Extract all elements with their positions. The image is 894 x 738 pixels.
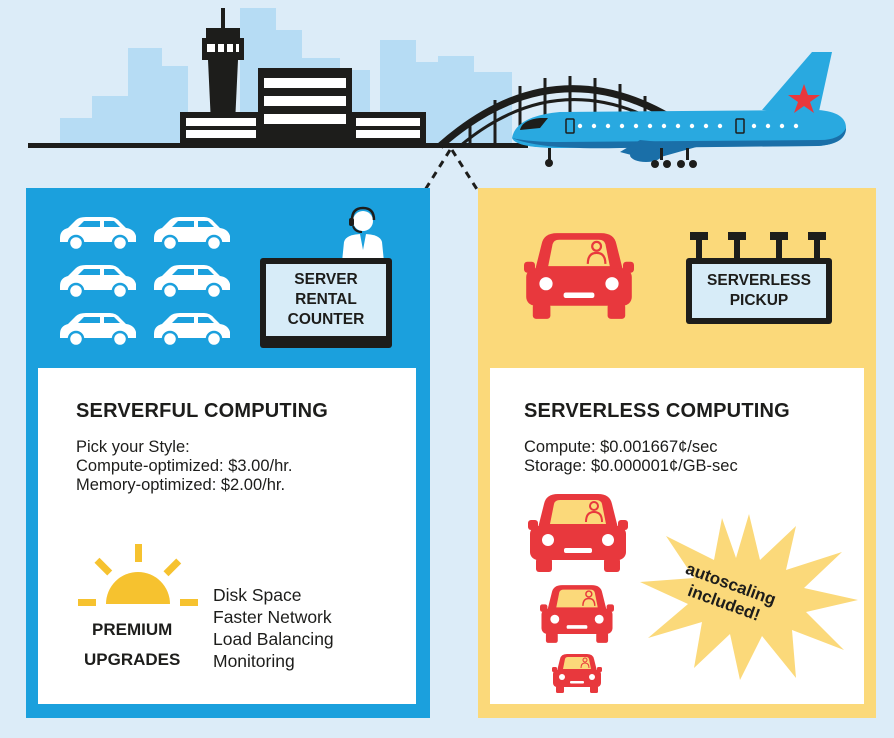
pickup-sign-line: PICKUP: [729, 292, 789, 309]
terminal-building: [180, 68, 426, 144]
car-icon: [58, 215, 138, 252]
serverful-card: [38, 368, 416, 704]
car-icon: [58, 263, 138, 300]
upgrades-label: UPGRADES: [84, 650, 181, 669]
sign-posts: [690, 232, 826, 262]
car-icon: [152, 215, 232, 252]
pricing-line: Memory-optimized: $2.00/hr.: [76, 476, 286, 494]
premium-label: PREMIUM: [92, 620, 173, 639]
serverless-pickup-sign: SERVERLESS PICKUP: [686, 258, 832, 324]
car-icon: [152, 263, 232, 300]
connector-right: [450, 149, 480, 190]
counter-sign-line: SERVER: [294, 271, 358, 288]
upgrade-item: Faster Network: [213, 607, 332, 627]
car-icon: [524, 233, 634, 319]
star-icon: [788, 84, 820, 113]
runway-line: [28, 143, 528, 148]
server-rental-counter-sign: SERVER RENTAL COUNTER: [260, 258, 392, 348]
airplane: [512, 52, 846, 168]
car-icon: [540, 585, 614, 643]
car-icon: [552, 654, 602, 693]
serverful-pricing: Pick your Style: Compute-optimized: $3.0…: [76, 438, 292, 495]
serverless-pricing: Compute: $0.001667¢/sec Storage: $0.0000…: [524, 438, 738, 476]
car-icon: [152, 311, 232, 348]
pricing-line: Compute: $0.001667¢/sec: [524, 438, 718, 456]
attendant-icon: [342, 206, 384, 262]
upgrade-item: Load Balancing: [213, 629, 334, 649]
car-fleet: [58, 215, 232, 348]
pricing-line: Pick your Style:: [76, 438, 190, 456]
pricing-line: Storage: $0.000001¢/GB-sec: [524, 457, 738, 475]
connector-left: [423, 149, 452, 190]
airport-scene: [28, 8, 846, 190]
upgrade-item: Disk Space: [213, 585, 302, 605]
counter-sign-line: RENTAL: [295, 291, 357, 308]
upgrades-list: Disk Space Faster Network Load Balancing…: [213, 584, 334, 672]
car-icon: [528, 494, 628, 572]
serverless-title: SERVERLESS COMPUTING: [524, 400, 790, 422]
car-icon: [58, 311, 138, 348]
sun-icon: [78, 544, 198, 606]
pricing-line: Compute-optimized: $3.00/hr.: [76, 457, 293, 475]
pickup-sign-line: SERVERLESS: [707, 272, 811, 289]
burst-icon: [640, 514, 858, 680]
serverful-title: SERVERFUL COMPUTING: [76, 400, 328, 422]
counter-sign-line: COUNTER: [287, 311, 365, 328]
upgrade-item: Monitoring: [213, 651, 295, 671]
